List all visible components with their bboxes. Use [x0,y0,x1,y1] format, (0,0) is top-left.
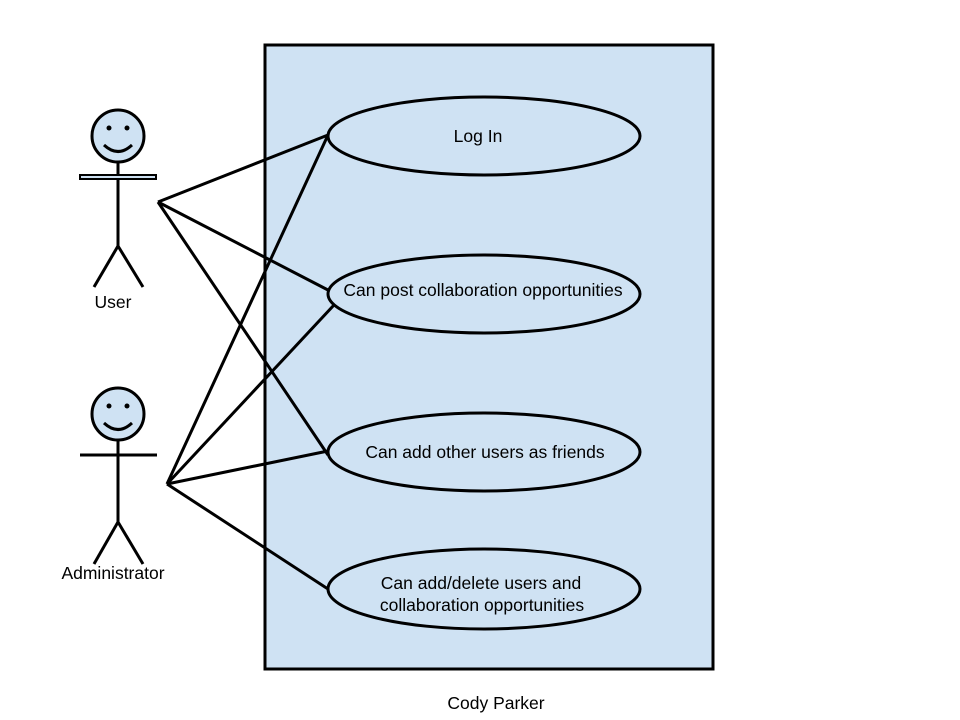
use-case-manage-label-line2: collaboration opportunities [380,595,585,615]
association-user-post [157,200,329,292]
actor-administrator-right-eye [124,403,130,409]
association-admin-post [165,303,336,486]
actor-user-label: User [95,292,132,312]
actor-user-smile [102,143,134,153]
use-case-manage-label-line1: Can add/delete users and [381,573,581,593]
use-case-login-ellipse [326,95,642,177]
actor-user-right-eye [124,125,130,131]
association-admin-login [165,134,330,485]
actor-administrator-left-leg [92,521,120,565]
use-case-friends-label: Can add other users as friends [365,442,605,462]
author-caption: Cody Parker [447,693,544,713]
actor-user-left-eye [106,125,112,131]
association-user-friends [156,201,330,456]
association-admin-manage [166,482,329,591]
use-case-post-label: Can post collaboration opportunities [343,280,622,300]
actor-user-right-leg [116,245,145,288]
actor-administrator-left-eye [106,403,112,409]
use-case-manage: Can add/delete users and collaboration o… [326,547,642,631]
actor-user-head [90,108,146,164]
actor-administrator [80,386,157,565]
actor-user-left-leg [92,245,120,288]
use-case-login: Log In [326,95,642,177]
actor-user-arms [79,174,157,180]
actor-administrator-smile [102,421,134,431]
use-case-post-ellipse [326,253,642,335]
use-case-friends-ellipse [326,411,642,493]
actor-administrator-label: Administrator [61,563,164,583]
association-admin-friends [166,449,329,486]
associations [156,133,336,591]
use-case-post: Can post collaboration opportunities [326,253,642,335]
use-case-manage-ellipse [326,547,642,631]
actor-user [79,108,157,288]
actor-administrator-head [90,386,146,442]
association-user-login [157,133,329,204]
use-case-login-label: Log In [454,126,503,146]
actor-administrator-right-leg [116,521,145,565]
use-case-friends: Can add other users as friends [326,411,642,493]
